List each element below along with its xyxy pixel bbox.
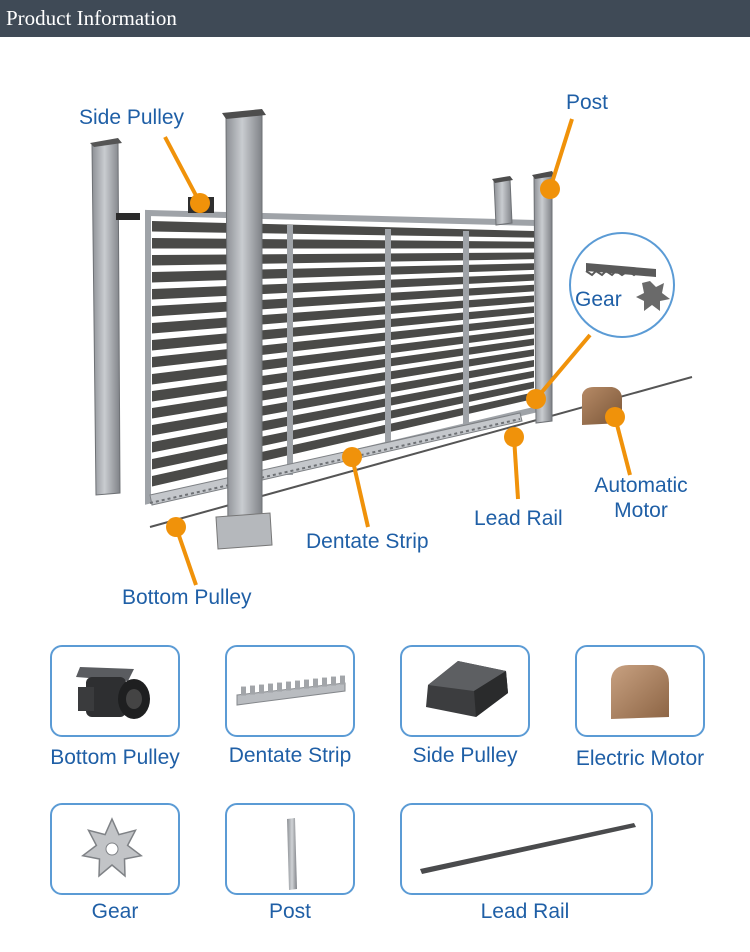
callout-dots <box>166 179 625 537</box>
strip-tooth <box>313 678 318 688</box>
card-gear <box>50 803 180 895</box>
bottom-pulley-icon <box>76 667 150 719</box>
caption-post: Post <box>268 900 312 923</box>
right-post-front <box>532 171 555 424</box>
right-post-back <box>492 176 513 226</box>
strip-tooth <box>250 685 255 695</box>
lead-rail-icon <box>420 823 636 874</box>
callout-motor: Motor <box>614 499 668 522</box>
callout-lines <box>163 118 632 586</box>
callout-post: Post <box>566 91 609 114</box>
side-pulley-icon <box>426 661 508 717</box>
caption-lead-rail: Lead Rail <box>480 900 570 923</box>
gate-diagram: Side Pulley Post Gear Automatic Motor Le… <box>0 37 750 637</box>
caption-electric-motor: Electric Motor <box>575 747 705 770</box>
center-post <box>215 109 273 550</box>
card-lead-rail <box>400 803 653 895</box>
gear-zoom-circle <box>569 232 675 338</box>
card-side-pulley <box>400 645 530 737</box>
strip-tooth <box>277 682 282 692</box>
gate-illustration <box>90 109 693 586</box>
strip-tooth <box>259 684 264 694</box>
strip-tooth <box>295 680 300 690</box>
electric-motor-icon <box>611 665 669 719</box>
strip-tooth <box>331 676 336 686</box>
page-title: Product Information <box>6 6 177 30</box>
dentate-strip-icon <box>236 675 346 706</box>
strip-tooth <box>340 675 345 685</box>
caption-dentate-strip: Dentate Strip <box>228 744 352 767</box>
strip-tooth <box>304 679 309 689</box>
page-header: Product Information <box>0 0 750 37</box>
card-post <box>225 803 355 895</box>
strip-tooth <box>322 677 327 687</box>
card-bottom-pulley <box>50 645 180 737</box>
caption-gear: Gear <box>91 900 139 923</box>
card-electric-motor <box>575 645 705 737</box>
callout-dentate-strip: Dentate Strip <box>306 530 429 553</box>
caption-side-pulley: Side Pulley <box>412 744 518 767</box>
left-post <box>90 138 140 496</box>
callout-lead-rail: Lead Rail <box>474 507 563 530</box>
callout-bottom-pulley: Bottom Pulley <box>122 586 252 609</box>
strip-tooth <box>241 686 246 696</box>
post-icon <box>287 818 297 890</box>
callout-side-pulley: Side Pulley <box>79 106 185 129</box>
gear-icon <box>81 817 143 878</box>
callout-automatic: Automatic <box>594 474 688 497</box>
card-dentate-strip <box>225 645 355 737</box>
strip-tooth <box>286 681 291 691</box>
caption-bottom-pulley: Bottom Pulley <box>50 746 180 769</box>
callout-gear: Gear <box>575 288 622 311</box>
strip-tooth <box>268 683 273 693</box>
